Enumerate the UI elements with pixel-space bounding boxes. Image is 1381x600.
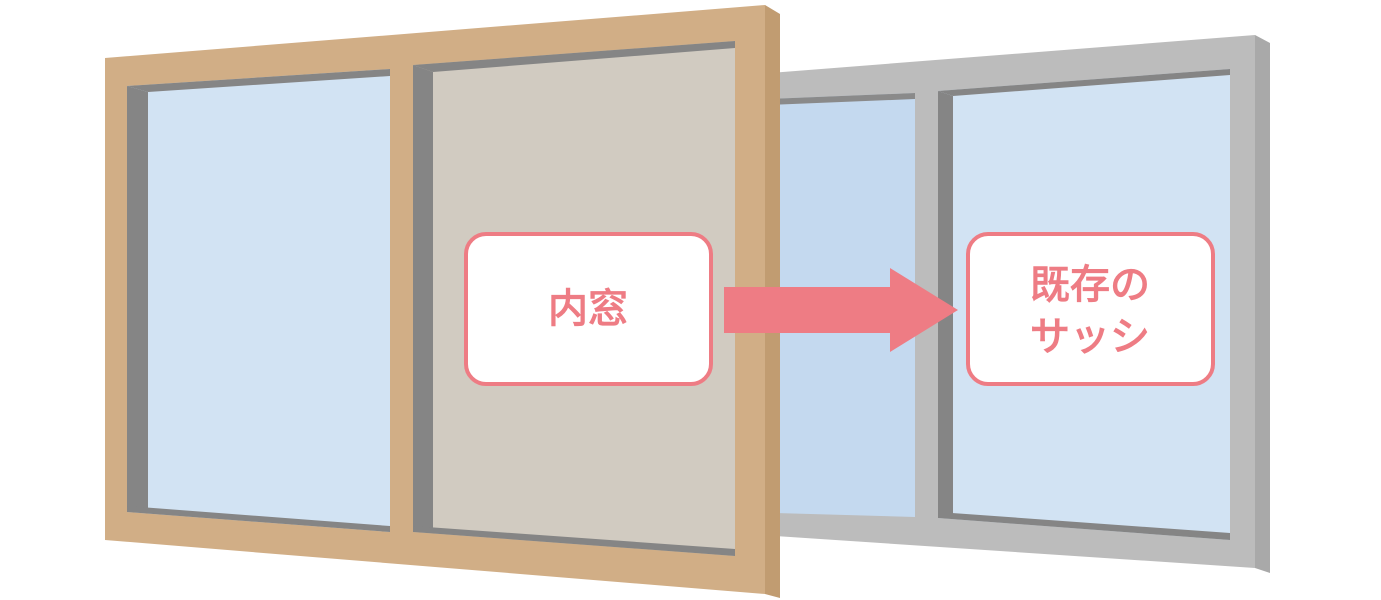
label-inner-window: 内窓 [464,232,713,386]
existing-sash-right-pane-shadow-bottom [938,512,1230,540]
label-inner-window-box [464,232,713,386]
inner-window-right-pane-shadow-bottom [413,526,735,556]
inner-window-right-pane-shadow-left [413,65,433,532]
existing-sash-right-pane-shadow-top [938,69,1230,96]
arrow-shaft [724,287,894,333]
label-existing-sash-line1: 既存の [1030,262,1150,308]
inner-window-left-pane [127,69,390,532]
existing-sash-side [1255,35,1270,573]
label-existing-sash: 既存の サッシ [966,232,1215,386]
inner-window-right-pane-shadow-top [413,41,735,72]
inner-window-left-pane-shadow-left [127,86,148,512]
label-existing-sash-line2: サッシ [1030,314,1150,360]
arrow [724,268,958,352]
inner-window-left-pane-shadow-top [127,69,390,92]
label-inner-window-text: 内窓 [548,286,628,332]
inner-window-left-pane-shadow-bottom [127,506,390,532]
arrow-head [890,268,958,352]
label-existing-sash-box [966,232,1215,386]
